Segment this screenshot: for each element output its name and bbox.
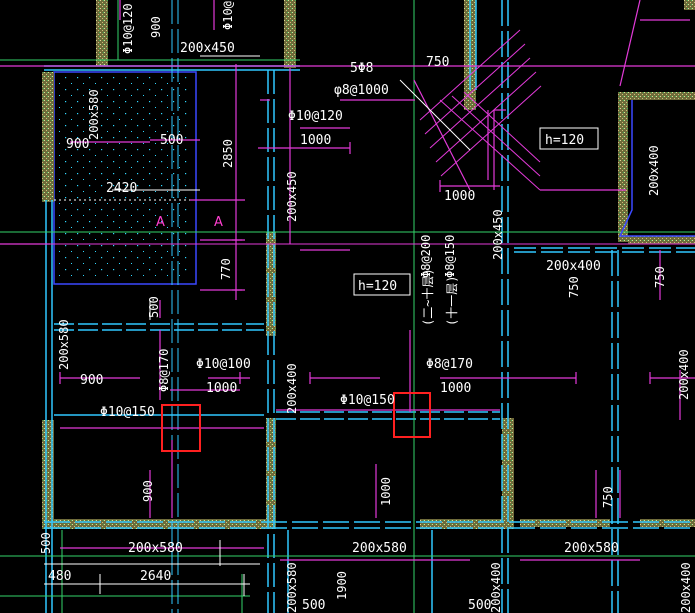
label-dim: 2640 <box>140 569 171 584</box>
label-dim: 900 <box>80 373 103 388</box>
label-rebar: Φ10@120 <box>121 3 135 54</box>
label-beam: 200x450 <box>491 209 505 260</box>
label-dim: 750 <box>426 55 449 70</box>
label-dim: 2850 <box>221 139 235 168</box>
label-dim: 500 <box>160 133 183 148</box>
label-rebar: Φ10@150 <box>340 393 395 408</box>
label-dim: 1000 <box>379 477 393 506</box>
stair-rebar <box>419 29 542 191</box>
label-rebar: Φ10@ <box>221 1 235 30</box>
label-rebar: Φ8@150 <box>443 235 457 278</box>
label-rebar: Φ10@150 <box>100 405 155 420</box>
label-beam: 200x580 <box>352 541 407 556</box>
dimension-lines <box>44 55 471 596</box>
label-rebar: Φ8@200 <box>419 235 433 278</box>
label-dim: 500 <box>302 598 325 613</box>
label-floors: (二~十层) <box>421 268 435 326</box>
slab-opening-area <box>53 71 197 285</box>
slab-thickness-tag-1: h=120 <box>539 127 599 150</box>
label-beam: 200x400 <box>647 145 661 196</box>
label-dim: 1000 <box>444 189 475 204</box>
label-beam: 200x400 <box>679 562 693 613</box>
label-dim: 500 <box>39 532 53 554</box>
label-rebar: Φ8@170 <box>157 349 171 392</box>
label-beam: 200x450 <box>180 41 235 56</box>
highlight-box-right <box>393 392 431 438</box>
label-beam: 200x400 <box>489 562 503 613</box>
section-mark-a-left: A <box>156 215 165 230</box>
label-beam: 200x400 <box>285 363 299 414</box>
label-dim: 500 <box>147 296 161 318</box>
svg-text:h=120: h=120 <box>545 133 584 148</box>
label-beam: 200x580 <box>128 541 183 556</box>
label-beam: 200x400 <box>546 259 601 274</box>
label-dim: 1000 <box>300 133 331 148</box>
rebar-lines <box>0 0 695 561</box>
label-dim: 750 <box>601 486 615 508</box>
label-dim: 480 <box>48 569 71 584</box>
highlight-box-left <box>161 404 201 452</box>
label-rebar: Φ8@170 <box>426 357 473 372</box>
label-floors: (十一层) <box>445 276 459 326</box>
label-dim: 750 <box>567 276 581 298</box>
label-rebar: 5Φ8 <box>350 61 373 76</box>
label-dim: 900 <box>149 16 163 38</box>
label-beam: 200x580 <box>564 541 619 556</box>
label-dim: 900 <box>66 137 89 152</box>
label-dim: 750 <box>653 266 667 288</box>
label-rebar: Φ10@100 <box>196 357 251 372</box>
label-rebar: Φ10@120 <box>288 109 343 124</box>
label-beam: 200x400 <box>677 349 691 400</box>
label-dim: 900 <box>141 480 155 502</box>
label-dim: 770 <box>219 258 233 280</box>
label-beam: 200x580 <box>285 562 299 613</box>
label-rebar: φ8@1000 <box>334 83 389 98</box>
label-dim: 1000 <box>440 381 471 396</box>
section-mark-a-right: A <box>214 215 223 230</box>
label-beam: 200x450 <box>285 171 299 222</box>
label-dim: 2420 <box>106 181 137 196</box>
svg-text:h=120: h=120 <box>358 279 397 294</box>
blue-outline-right <box>618 100 695 237</box>
label-dim: 1900 <box>335 571 349 600</box>
walls <box>42 0 695 529</box>
label-dim: 1000 <box>206 381 237 396</box>
label-beam: 200x580 <box>57 319 71 370</box>
label-beam: 200x580 <box>87 89 101 140</box>
label-dim: 500 <box>468 598 491 613</box>
slab-thickness-tag-2: h=120 <box>353 273 411 296</box>
labels: Φ10@120 900 Φ10@ 200x450 750 5Φ8 φ8@1000… <box>39 1 693 613</box>
